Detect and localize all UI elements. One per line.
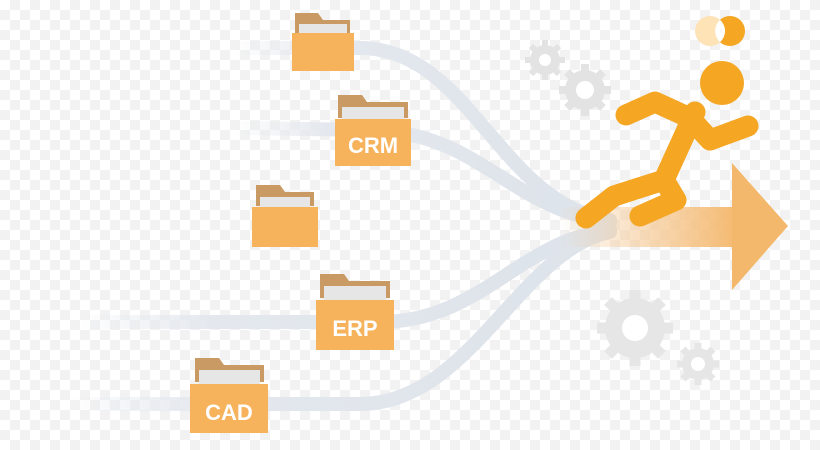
folder-erp: ERP <box>316 274 394 350</box>
folder-label: CAD <box>205 400 253 425</box>
folder-icon <box>252 185 318 247</box>
stream-5 <box>63 225 617 411</box>
folder-label: ERP <box>332 316 377 341</box>
folder-icon <box>335 95 411 166</box>
overlapping-circles-icon <box>695 16 745 46</box>
folder-icon <box>190 358 268 433</box>
folder-label: CRM <box>348 133 398 158</box>
gear-icon <box>559 64 611 116</box>
folder-3 <box>252 185 318 247</box>
speed-lines <box>558 83 662 184</box>
folder-icon <box>292 13 354 71</box>
folder-1 <box>292 13 354 71</box>
folder-cad: CAD <box>190 358 268 433</box>
gear-icon <box>597 290 673 366</box>
running-person-icon <box>575 61 759 229</box>
folder-crm: CRM <box>335 95 411 166</box>
gear-icon <box>677 343 719 385</box>
gear-icon <box>525 40 565 80</box>
folder-icon <box>316 274 394 350</box>
